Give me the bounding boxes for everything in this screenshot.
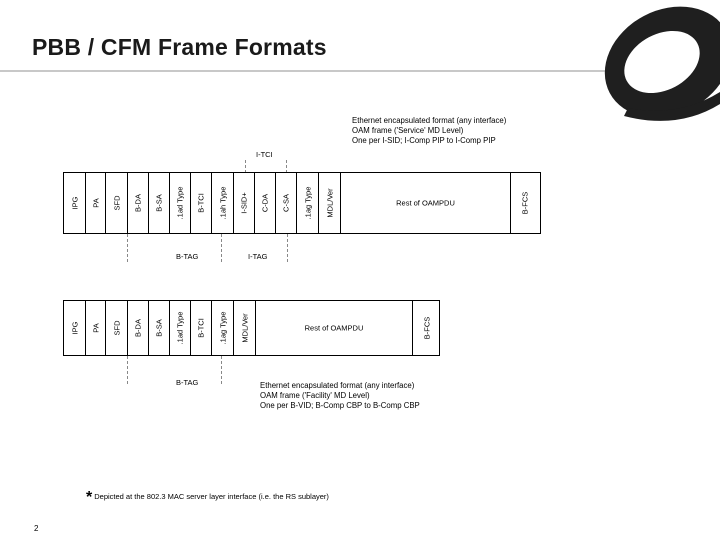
note-line: Ethernet encapsulated format (any interf…: [260, 381, 415, 390]
field-ipg: IPG: [64, 301, 86, 355]
title-divider: [0, 70, 620, 72]
field-label: .1ad Type: [175, 311, 185, 345]
field-1ag-type: .1ag Type: [212, 301, 234, 355]
asterisk: *: [86, 489, 93, 506]
btag-bracket: [127, 234, 128, 262]
field-label: SFD: [112, 320, 121, 336]
field-label: B-SA: [154, 319, 164, 337]
btag-bracket: [221, 234, 222, 262]
field-label: PA: [91, 323, 100, 333]
facility-frame-row: IPG PA SFD B-DA B-SA .1ad Type B-TCI .1a…: [63, 300, 440, 356]
field-label: MDL/Ver: [240, 313, 249, 343]
note-line: OAM frame ('Service' MD Level): [352, 126, 464, 135]
field-label: B-SA: [154, 194, 164, 212]
field-label: .1ah Type: [218, 186, 227, 220]
field-b-tci: B-TCI: [191, 301, 212, 355]
field-label: Rest of OAMPDU: [396, 198, 455, 208]
field-b-fcs: B-FCS: [413, 301, 441, 355]
field-label: I-SID+: [239, 192, 249, 214]
field-label: B-FCS: [422, 316, 432, 340]
field-label: MDL/Ver: [325, 188, 334, 218]
field-sfd: SFD: [106, 301, 128, 355]
field-label: .1ad Type: [175, 186, 185, 220]
service-frame-row: IPG PA SFD B-DA B-SA .1ad Type B-TCI .1a…: [63, 172, 541, 234]
btag-bracket: [221, 356, 222, 384]
note-line: One per I-SID; I-Comp PIP to I-Comp PIP: [352, 136, 496, 145]
field-c-da: C-DA: [255, 173, 276, 233]
field-label: .1ag Type: [218, 311, 227, 345]
field-1ad-type: .1ad Type: [170, 301, 191, 355]
field-label: B-DA: [133, 319, 143, 337]
field-label: SFD: [112, 195, 121, 211]
page-title: PBB / CFM Frame Formats: [32, 34, 327, 60]
itci-bracket: [286, 160, 287, 178]
field-1ag-type: .1ag Type: [297, 173, 319, 233]
btag-bracket: [127, 356, 128, 384]
field-b-sa: B-SA: [149, 301, 170, 355]
field-sfd: SFD: [106, 173, 128, 233]
btag-label: B-TAG: [176, 252, 199, 261]
field-ipg: IPG: [64, 173, 86, 233]
footnote: *Depicted at the 802.3 MAC server layer …: [86, 486, 329, 506]
facility-level-note: Ethernet encapsulated format (any interf…: [260, 381, 420, 411]
field-label: Rest of OAMPDU: [304, 323, 364, 333]
field-b-da: B-DA: [128, 173, 149, 233]
field-b-fcs: B-FCS: [511, 173, 539, 233]
field-label: B-FCS: [520, 191, 530, 215]
field-label: C-SA: [281, 194, 291, 212]
field-b-da: B-DA: [128, 301, 149, 355]
field-label: B-TCI: [196, 193, 206, 213]
field-c-sa: C-SA: [276, 173, 297, 233]
btag-label: B-TAG: [176, 378, 199, 387]
field-1ad-type: .1ad Type: [170, 173, 191, 233]
field-rest-of-oampdu: Rest of OAMPDU: [341, 173, 511, 233]
footnote-text: Depicted at the 802.3 MAC server layer i…: [94, 492, 329, 501]
itci-label: I-TCI: [256, 150, 273, 159]
field-pa: PA: [86, 173, 106, 233]
field-i-sid: I-SID+: [234, 173, 255, 233]
service-level-note: Ethernet encapsulated format (any interf…: [352, 116, 506, 146]
field-pa: PA: [86, 301, 106, 355]
field-label: B-DA: [133, 194, 143, 212]
field-b-tci: B-TCI: [191, 173, 212, 233]
field-label: .1ag Type: [303, 186, 312, 220]
field-label: IPG: [70, 321, 79, 335]
note-line: Ethernet encapsulated format (any interf…: [352, 116, 507, 125]
field-b-sa: B-SA: [149, 173, 170, 233]
field-1ah-type: .1ah Type: [212, 173, 234, 233]
company-logo: [588, 0, 720, 150]
itag-label: I-TAG: [248, 252, 268, 261]
note-line: One per B-VID; B-Comp CBP to B-Comp CBP: [260, 401, 420, 410]
field-label: C-DA: [260, 193, 270, 213]
field-mdl-ver: MDL/Ver: [234, 301, 256, 355]
field-mdl-ver: MDL/Ver: [319, 173, 341, 233]
field-label: PA: [91, 198, 100, 208]
itag-bracket: [287, 234, 288, 262]
note-line: OAM frame ('Facility' MD Level): [260, 391, 370, 400]
page-number: 2: [34, 524, 39, 533]
field-rest-of-oampdu: Rest of OAMPDU: [256, 301, 413, 355]
field-label: IPG: [70, 196, 79, 210]
field-label: B-TCI: [196, 318, 206, 338]
itci-bracket: [245, 160, 246, 178]
